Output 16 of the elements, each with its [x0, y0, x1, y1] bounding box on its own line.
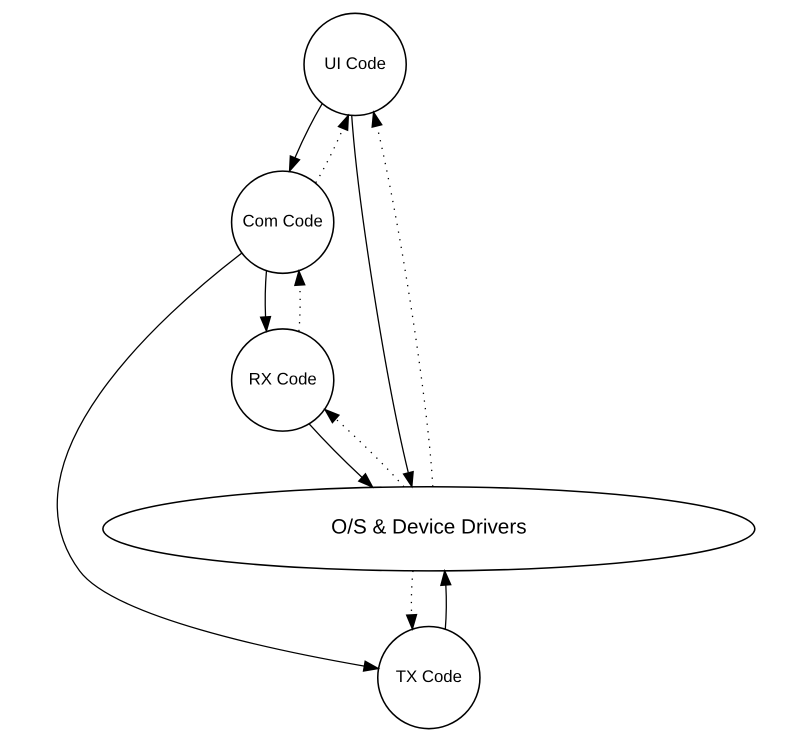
arrow: [56, 252, 380, 672]
node-circle: RX Code: [230, 328, 335, 432]
arrow: [260, 270, 272, 334]
node-circle: TX Code: [376, 626, 481, 730]
node-circle: UI Code: [303, 12, 407, 116]
node-circle: Com Code: [230, 170, 335, 274]
node-ellipse: O/S & Device Drivers: [102, 486, 756, 572]
arrow: [324, 408, 404, 488]
arrow: [406, 570, 418, 632]
arrow: [315, 113, 350, 183]
arrow: [351, 116, 414, 488]
arrow: [440, 568, 452, 630]
arrow: [371, 110, 434, 487]
arrow: [288, 103, 323, 173]
arrow: [308, 424, 374, 488]
arrow: [294, 269, 306, 332]
